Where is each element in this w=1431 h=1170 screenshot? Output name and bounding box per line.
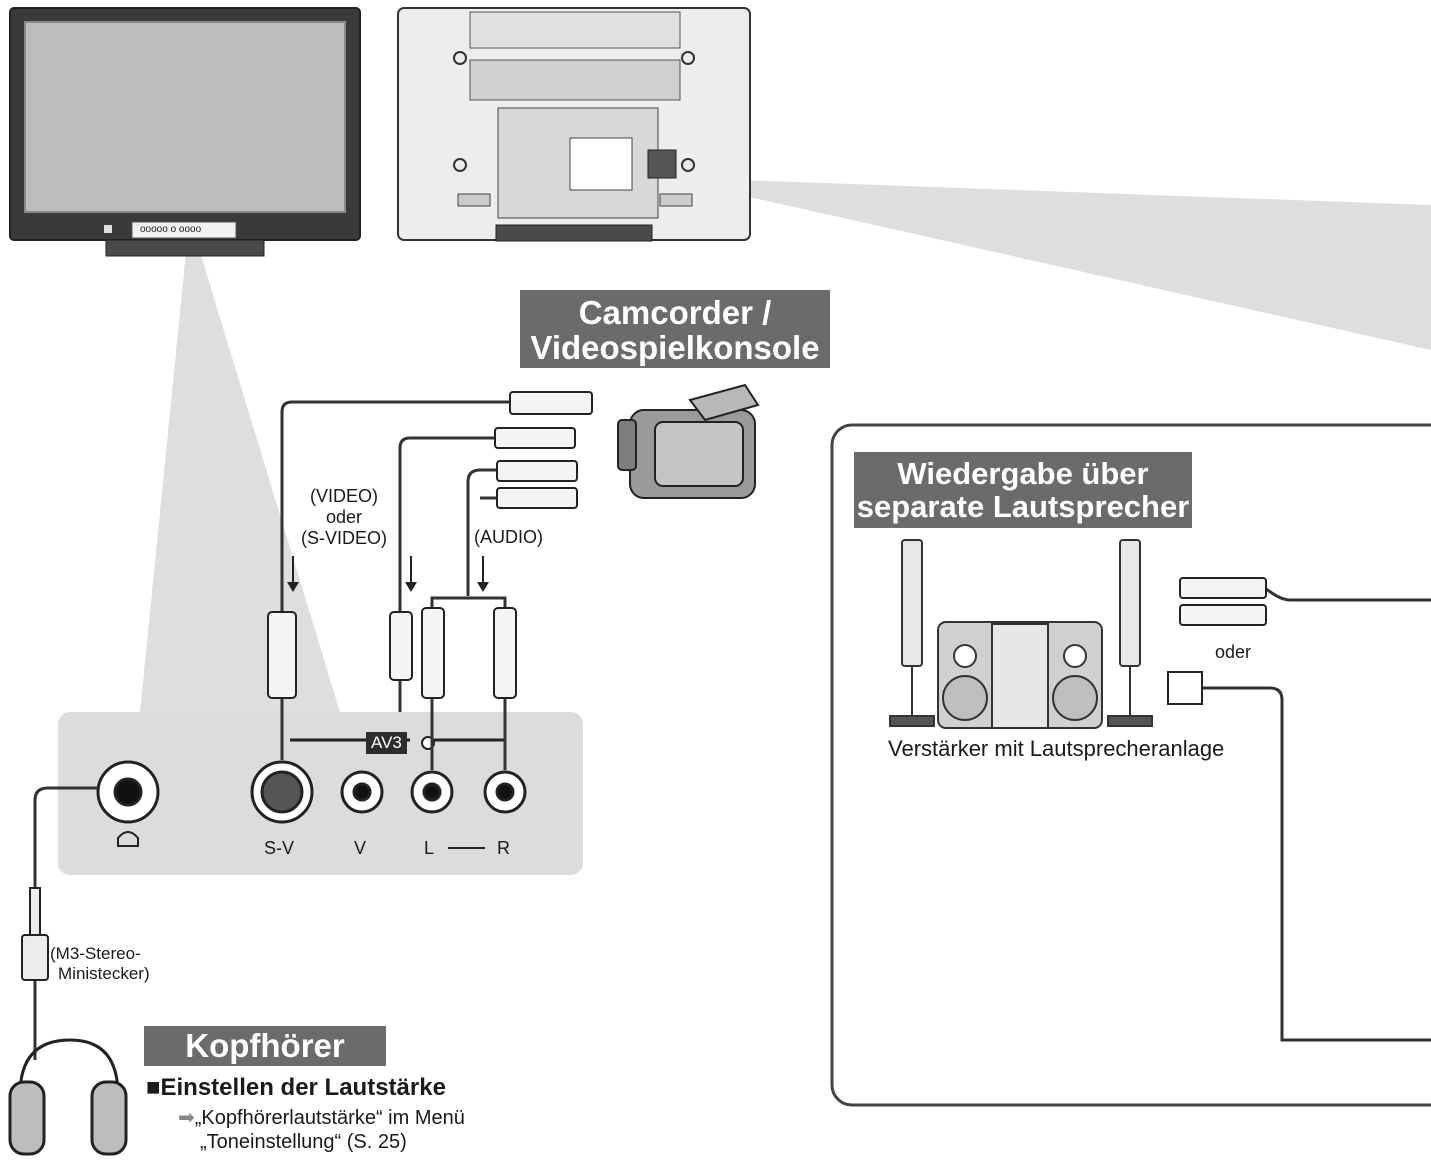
rear-zoom-beam: [665, 178, 1431, 350]
camcorder-plugs: [494, 391, 593, 509]
panel-plugs: [267, 607, 517, 699]
speaker-plugs: [1167, 577, 1267, 705]
speakers-tag: Wiedergabe über separate Lautsprecher: [854, 452, 1192, 528]
arrow-right-icon: ➡: [178, 1107, 195, 1129]
volume-reference: ➡„Kopfhörerlautstärke“ im Menü „Toneinst…: [178, 1106, 465, 1154]
camcorder-title-line2: Videospielkonsole: [530, 328, 820, 366]
camcorder-title-line1: Camcorder /: [578, 294, 772, 331]
volume-heading: ■Einstellen der Lautstärke: [146, 1074, 446, 1102]
port-label-l: L: [424, 838, 435, 858]
arrows: [287, 556, 489, 592]
volume-heading-text: Einstellen der Lautstärke: [160, 1074, 446, 1101]
headphones-image: [8, 1038, 128, 1156]
headphone-plug-image: [21, 887, 49, 981]
video-label-line1: (VIDEO): [309, 486, 378, 506]
panel-ports: [96, 736, 527, 849]
video-label-line2: oder: [325, 507, 363, 527]
port-label-r: R: [497, 838, 510, 858]
connection-panel: [58, 712, 583, 875]
port-label-sv: S-V: [264, 838, 295, 858]
camcorder-image: [617, 383, 760, 499]
volume-ref-line2: „Toneinstellung“ (S. 25): [200, 1131, 407, 1153]
volume-ref-line1: „Kopfhörerlautstärke“ im Menü: [194, 1107, 465, 1129]
speakers-title-line2: separate Lautsprecher: [856, 488, 1190, 524]
cables: [33, 400, 1431, 1060]
speaker-system-image: [889, 539, 1153, 729]
av3-badge: AV3: [366, 732, 407, 754]
speakers-title-line1: Wiedergabe über: [897, 456, 1149, 491]
front-zoom-beam: [140, 252, 340, 712]
tv-rear: [397, 7, 751, 242]
amplifier-caption: Verstärker mit Lautsprecheranlage: [888, 736, 1225, 761]
tv-front: [9, 7, 361, 257]
audio-cable-label: (AUDIO): [474, 527, 543, 547]
speaker-section-frame: [830, 423, 1431, 1107]
headphones-tag: Kopfhörer: [144, 1026, 386, 1066]
camcorder-tag: Camcorder / Videospielkonsole: [520, 290, 830, 368]
port-label-v: V: [354, 838, 367, 858]
plug-label-line2: Ministecker): [58, 964, 150, 983]
tv-button-strip: ooooo o oooo: [140, 224, 202, 235]
oder-label: oder: [1215, 642, 1252, 662]
video-label-line3: (S-VIDEO): [300, 528, 387, 548]
bullet-square-icon: ■: [146, 1074, 161, 1101]
headphone-plug-label: (M3-Stereo- Ministecker): [50, 944, 150, 984]
video-cable-label: (VIDEO) oder (S-VIDEO): [286, 486, 402, 549]
plug-label-line1: (M3-Stereo-: [50, 944, 141, 963]
